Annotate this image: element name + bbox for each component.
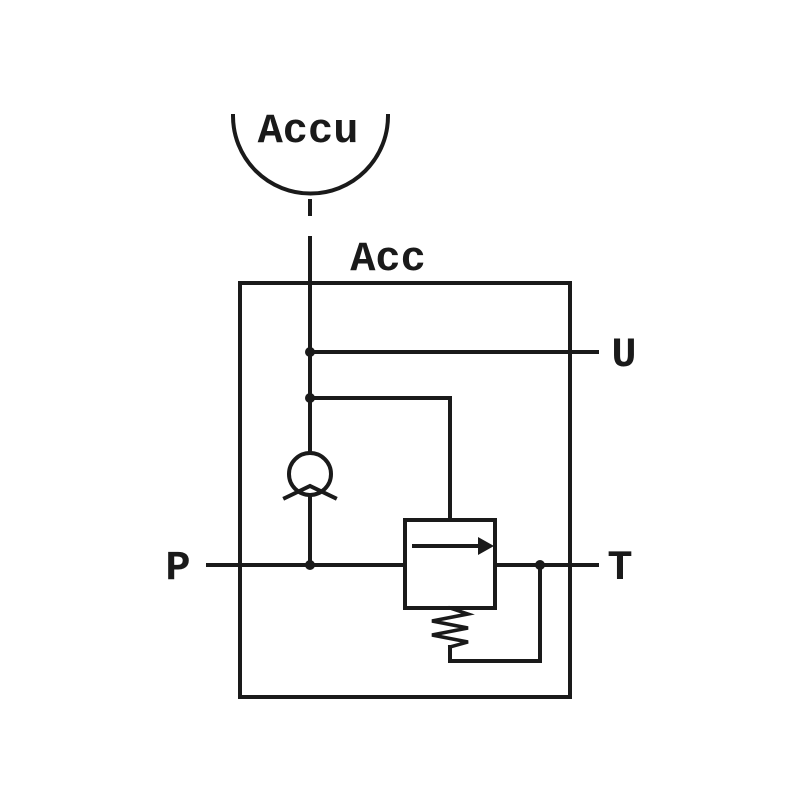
relief-valve-flow-arrow-head — [478, 537, 494, 555]
u-branch: U — [305, 331, 637, 379]
t-port: T — [493, 544, 633, 592]
junction-dot — [305, 393, 315, 403]
enclosure-boundary-box — [238, 281, 572, 699]
check-valve-ball — [287, 451, 333, 497]
p-port: P — [165, 544, 407, 592]
port-t-label: T — [607, 544, 632, 592]
check-valve-symbol — [282, 451, 338, 501]
relief-valve-drain-line — [448, 563, 542, 663]
pilot-branch — [305, 393, 452, 522]
check-valve-seat — [282, 483, 338, 501]
acc-line-label: Acc — [350, 235, 426, 283]
port-u-label: U — [611, 331, 636, 379]
port-p-label: P — [165, 544, 190, 592]
accumulator-symbol: Accu — [230, 107, 391, 216]
accumulator-label: Accu — [258, 107, 359, 155]
pressure-relief-valve-symbol — [403, 518, 542, 663]
accumulator-arc — [230, 113, 391, 196]
junction-dot — [305, 347, 315, 357]
relief-valve-spring — [431, 605, 475, 650]
relief-valve-body — [403, 518, 497, 610]
junction-dot — [535, 560, 545, 570]
junction-dot — [305, 560, 315, 570]
